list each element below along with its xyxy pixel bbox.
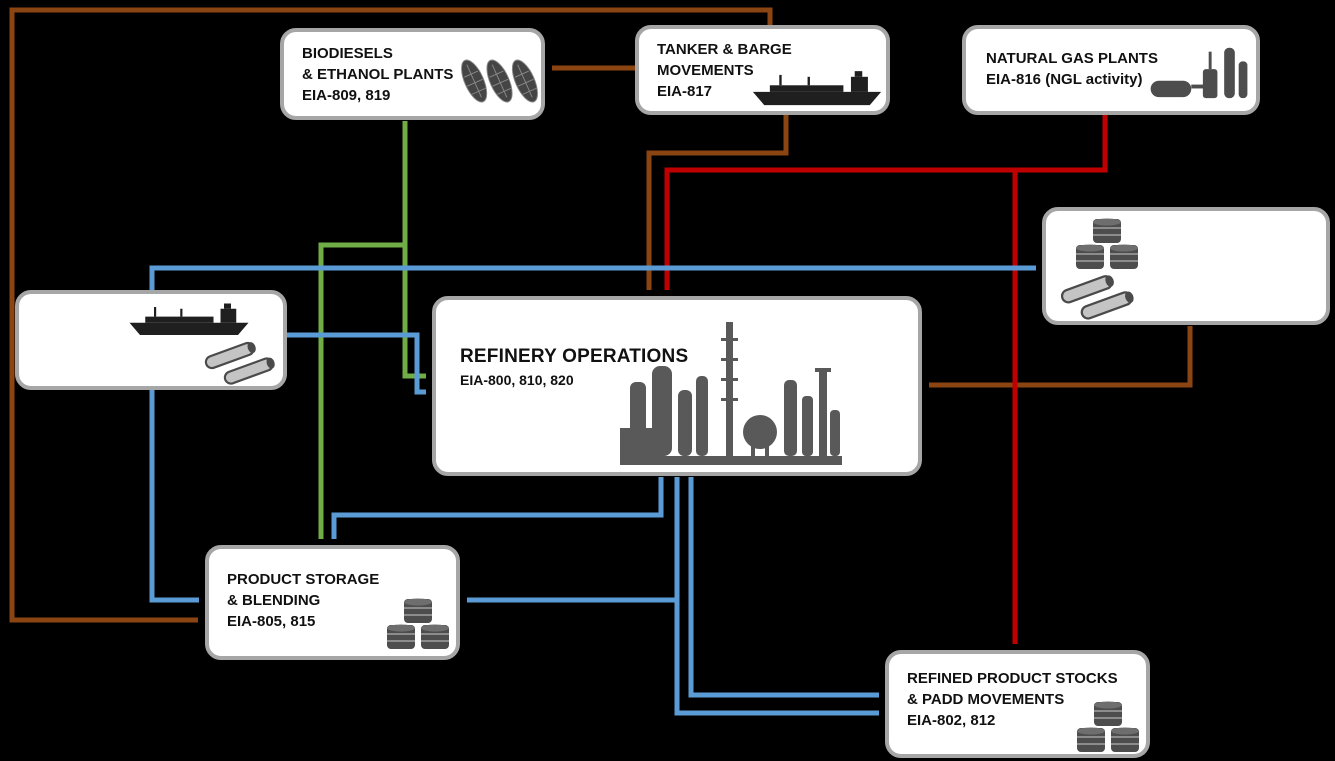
node-natural-gas-plants: NATURAL GAS PLANTS EIA-816 (NGL activity… [962, 25, 1260, 115]
node-survey-code: EIA-816 (NGL activity) [986, 71, 1143, 88]
node-survey-code: EIA-817 [657, 83, 713, 100]
gas-plant-icon [1150, 47, 1248, 99]
barrels-icon [1076, 218, 1138, 269]
node-refined-product-stocks: REFINED PRODUCT STOCKS & PADD MOVEMENTS … [885, 650, 1150, 758]
arrow-tanker-to-refinery [646, 115, 789, 290]
node-tanker-barge-movements: TANKER & BARGE MOVEMENTS EIA-817 [635, 25, 890, 115]
arrow-refinery-to-product-storage-top [331, 477, 664, 539]
corn-icon [461, 59, 538, 103]
arrow-terminal-to-refinery [287, 332, 426, 395]
ship-icon [129, 303, 249, 335]
barrels-icon [387, 598, 449, 649]
node-label: TANKER & BARGE [657, 41, 792, 58]
node-label: BIODIESELS [302, 45, 393, 62]
refinery-icon [620, 322, 842, 465]
node-label: & ETHANOL PLANTS [302, 66, 454, 83]
arrow-tanker-to-product-storage [9, 7, 773, 623]
node-survey-code: EIA-802, 812 [907, 712, 996, 729]
arrow-refinery-to-refined-stocks-2 [674, 600, 879, 716]
arrow-refinery-to-refined-stocks-1 [688, 477, 879, 698]
node-survey-code: EIA-800, 810, 820 [460, 372, 574, 388]
arrow-refinery-to-product-storage-right [467, 477, 680, 603]
pipes-icon [1060, 275, 1134, 320]
node-ship-terminal-box [15, 290, 287, 390]
node-label: & BLENDING [227, 592, 321, 609]
node-label: MOVEMENTS [657, 62, 754, 79]
arrow-crude-stocks-to-refinery [929, 326, 1193, 388]
arrow-terminal-to-crude-stocks [149, 265, 1036, 300]
arrow-biodiesels-to-product-storage [318, 242, 405, 539]
node-crude-stocks-box [1042, 207, 1330, 325]
node-label: REFINERY OPERATIONS [460, 346, 689, 367]
node-label: REFINED PRODUCT STOCKS [907, 670, 1118, 687]
arrow-terminal-to-product-storage [149, 380, 199, 603]
arrow-gas-plants-to-refinery [664, 115, 1108, 290]
node-label: & PADD MOVEMENTS [907, 691, 1065, 708]
node-product-storage-blending: PRODUCT STORAGE & BLENDING EIA-805, 815 [205, 545, 460, 660]
node-survey-code: EIA-805, 815 [227, 613, 316, 630]
node-label: NATURAL GAS PLANTS [986, 50, 1158, 67]
node-survey-code: EIA-809, 819 [302, 87, 391, 104]
node-biodiesels-ethanol-plants: BIODIESELS & ETHANOL PLANTS EIA-809, 819 [280, 28, 545, 120]
barrels-icon [1077, 701, 1139, 752]
node-label: PRODUCT STORAGE [227, 571, 380, 588]
node-refinery-operations: REFINERY OPERATIONS EIA-800, 810, 820 [432, 296, 922, 476]
pipes-icon [204, 341, 275, 385]
ship-icon [752, 71, 882, 106]
